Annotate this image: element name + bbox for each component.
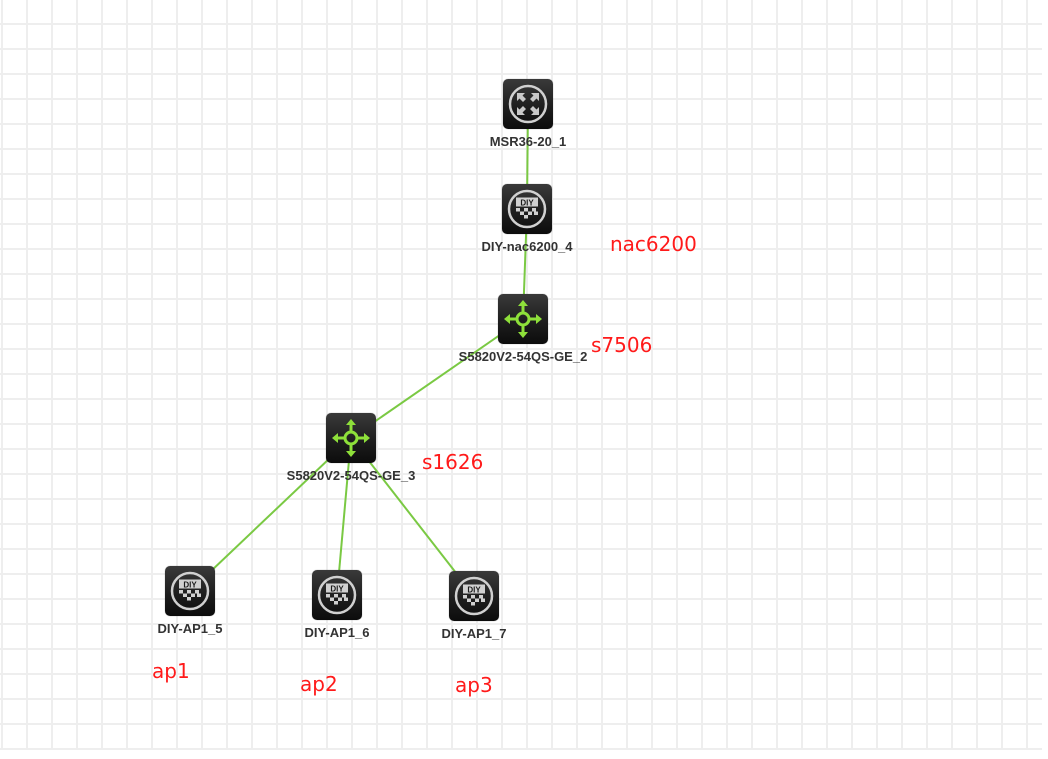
annotation-ap2: ap2 — [300, 672, 338, 696]
node-label: DIY-AP1_7 — [441, 626, 507, 641]
diy-device-icon[interactable]: DIY — [165, 566, 215, 616]
annotation-nac6200: nac6200 — [610, 232, 697, 256]
node-label: S5820V2-54QS-GE_2 — [458, 349, 588, 364]
svg-text:DIY: DIY — [520, 199, 534, 208]
diy-device-icon[interactable]: DIY — [502, 184, 552, 234]
node-label: S5820V2-54QS-GE_3 — [286, 468, 416, 483]
annotation-ap3: ap3 — [455, 673, 493, 697]
annotation-ap1: ap1 — [152, 659, 190, 683]
node-label: DIY-AP1_5 — [157, 621, 223, 636]
svg-text:DIY: DIY — [467, 586, 481, 595]
node-label: DIY-AP1_6 — [304, 625, 370, 640]
node-label: MSR36-20_1 — [489, 134, 567, 149]
link-n4-n6[interactable] — [336, 437, 352, 596]
router-icon[interactable] — [503, 79, 553, 129]
node-label: DIY-nac6200_4 — [481, 239, 573, 254]
diy-device-icon[interactable]: DIY — [312, 570, 362, 620]
annotation-s7506: s7506 — [591, 333, 653, 357]
switch-icon[interactable] — [498, 294, 548, 344]
annotation-s1626: s1626 — [422, 450, 484, 474]
switch-icon[interactable] — [326, 413, 376, 463]
link-n4-n7[interactable] — [350, 437, 475, 597]
svg-text:DIY: DIY — [183, 581, 197, 590]
diy-device-icon[interactable]: DIY — [449, 571, 499, 621]
link-n3-n4[interactable] — [350, 318, 524, 439]
link-n4-n5[interactable] — [189, 437, 352, 592]
svg-text:DIY: DIY — [330, 585, 344, 594]
